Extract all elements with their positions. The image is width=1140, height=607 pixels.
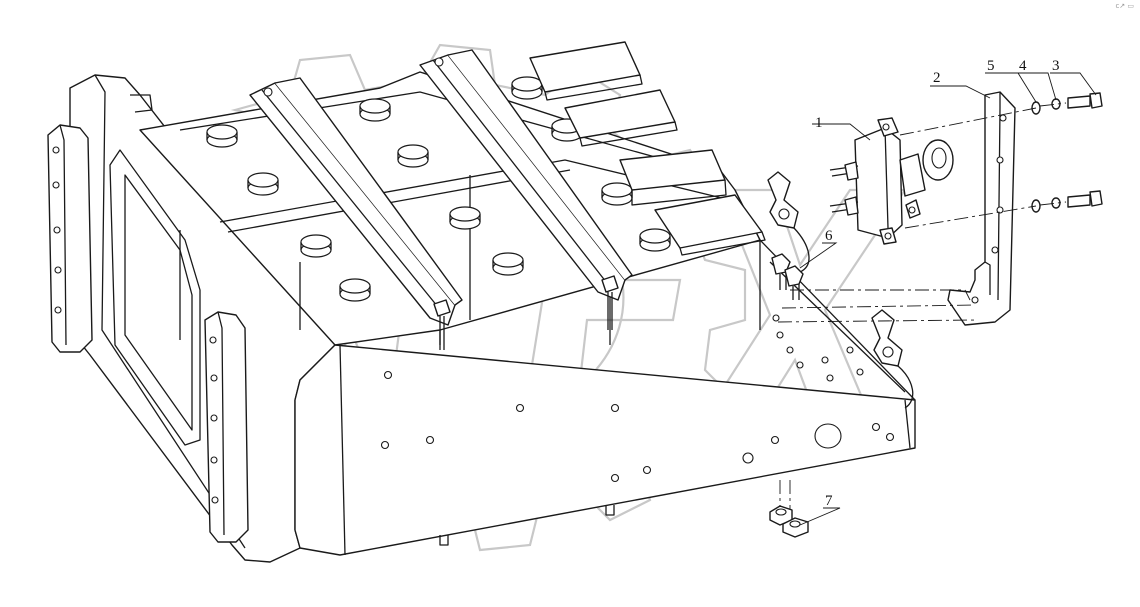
- cable-connectors: [767, 171, 914, 409]
- parts-3-4-5-fasteners: [1031, 92, 1103, 213]
- terminal-covers: [529, 41, 766, 256]
- assembly-centerlines: [777, 102, 1067, 323]
- part-1-switch: [829, 117, 954, 245]
- part-label-5: 5: [987, 58, 995, 74]
- left-end-frame: [47, 74, 336, 563]
- part-label-6: 6: [825, 228, 833, 244]
- part-2-bracket: [947, 91, 1016, 326]
- hold-down-rails: [249, 49, 633, 350]
- part-label-1: 1: [815, 115, 823, 131]
- part-label-4: 4: [1019, 58, 1027, 74]
- corner-mark: c↗ ▭: [1115, 2, 1134, 10]
- battery-terminals: [206, 76, 671, 302]
- leader-lines: [799, 72, 1097, 526]
- part-label-2: 2: [933, 70, 941, 86]
- part-6-bolts: [771, 253, 804, 300]
- part-label-7: 7: [825, 493, 833, 509]
- part-labels: 1 2 3 4 5 6 7: [815, 58, 1060, 509]
- side-panel: [294, 239, 916, 556]
- part-label-3: 3: [1052, 58, 1060, 74]
- part-7-nuts: [769, 480, 809, 538]
